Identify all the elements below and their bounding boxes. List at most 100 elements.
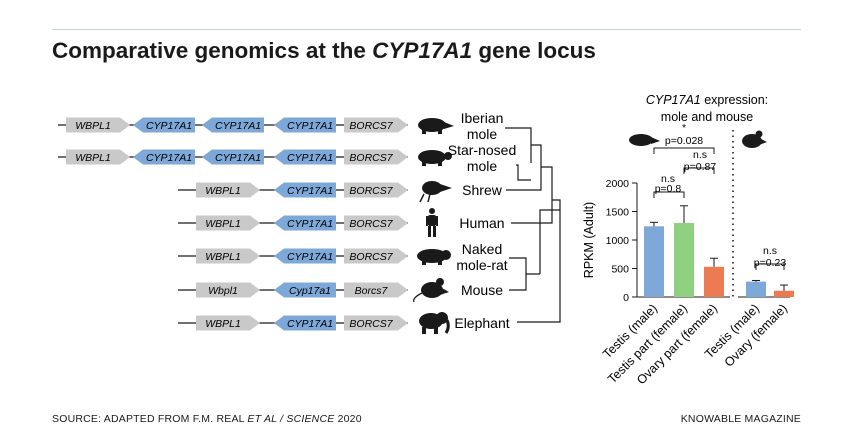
bar xyxy=(674,222,694,297)
snout-shape xyxy=(440,184,452,192)
chart-title-rest: expression: xyxy=(701,93,768,107)
gene-arrow-left xyxy=(133,117,195,133)
leg-shape xyxy=(438,162,442,166)
gene-label: WBPL1 xyxy=(75,120,111,132)
gene-arrow-left xyxy=(202,117,264,133)
species-name: Mouse xyxy=(461,282,503,298)
body-shape xyxy=(417,249,447,263)
snout-shape xyxy=(651,137,660,144)
gene-arrow-left xyxy=(202,149,264,165)
gene-label: BORCS7 xyxy=(349,318,393,330)
gene-label: WBPL1 xyxy=(205,185,241,197)
body-shape xyxy=(422,181,442,195)
snout-shape xyxy=(444,122,454,129)
title-prefix: Comparative genomics at the xyxy=(52,38,373,63)
body-shape xyxy=(629,134,653,146)
body-shape xyxy=(418,118,446,132)
bar xyxy=(746,281,766,297)
gene-arrow-right xyxy=(344,149,408,165)
gene-arrow-right xyxy=(344,215,408,231)
gene-label: BORCS7 xyxy=(349,185,393,197)
top-rule xyxy=(52,29,801,30)
naked-mole-rat-silhouette xyxy=(417,249,451,265)
gene-label: WBPL1 xyxy=(205,318,241,330)
gene-label: Wbpl1 xyxy=(208,285,238,297)
species-name: Human xyxy=(459,215,504,231)
nose-shape xyxy=(444,152,452,160)
gene-label: CYP17A1 xyxy=(215,152,261,164)
mole-silhouette xyxy=(418,118,454,134)
gene-arrow-right xyxy=(196,182,260,198)
source-suffix: 2020 xyxy=(334,413,362,425)
gene-label: WBPL1 xyxy=(205,218,241,230)
y-tick-label: 500 xyxy=(611,264,629,276)
gene-arrow-right xyxy=(344,282,408,298)
gene-label: BORCS7 xyxy=(349,152,393,164)
gene-arrow-left xyxy=(274,117,336,133)
arm-shape xyxy=(426,216,428,226)
page-title: Comparative genomics at the CYP17A1 gene… xyxy=(52,38,596,64)
gene-arrow-right xyxy=(196,248,260,264)
gene-arrow-left xyxy=(274,215,336,231)
bar xyxy=(644,226,664,297)
significance-bracket xyxy=(653,147,715,154)
tail-shape xyxy=(413,292,423,303)
y-axis-label: RPKM (Adult) xyxy=(582,202,596,278)
tree-branch xyxy=(517,199,561,323)
species-name: mole-rat xyxy=(456,257,507,273)
species-name: Shrew xyxy=(462,182,503,198)
trunk-shape xyxy=(444,319,450,334)
species-name: mole xyxy=(467,126,498,142)
significance-label: p=0.028 xyxy=(665,135,703,147)
leg-shape xyxy=(419,193,431,203)
tree-branch xyxy=(509,273,540,291)
gene-label: CYP17A1 xyxy=(287,185,333,197)
head-shape xyxy=(441,250,451,260)
significance-bracket xyxy=(653,191,685,198)
body-shape xyxy=(421,282,443,298)
gene-arrow-right xyxy=(66,149,130,165)
gene-arrow-left xyxy=(274,149,336,165)
leg-shape xyxy=(428,226,431,237)
significance-bracket xyxy=(755,263,785,270)
gene-label: CYP17A1 xyxy=(287,218,333,230)
star-nosed-mole-silhouette xyxy=(418,150,452,166)
gene-label: Borcs7 xyxy=(355,285,389,297)
arm-shape xyxy=(436,216,438,226)
expression-chart: CYP17A1 expression:mole and mouse0500100… xyxy=(582,93,794,387)
gene-arrow-right xyxy=(344,248,408,264)
gene-arrow-left xyxy=(274,182,336,198)
leg-shape xyxy=(438,261,442,265)
torso-shape xyxy=(428,215,436,226)
significance-label: p=0.23 xyxy=(754,257,787,269)
gene-arrow-right xyxy=(196,215,260,231)
significance-label: n.s xyxy=(693,149,707,161)
gene-locus-row: WBPL1 CYP17A1 BORCS7 Shrew xyxy=(178,181,503,203)
leg-shape xyxy=(422,162,426,166)
gene-arrow-left xyxy=(274,248,336,264)
title-suffix: gene locus xyxy=(472,38,596,63)
ear-shape xyxy=(755,130,763,138)
leg-shape xyxy=(434,327,438,334)
chart-title-gene: CYP17A1 xyxy=(646,93,701,107)
bar xyxy=(704,266,724,297)
ear-shape xyxy=(436,278,444,286)
body-shape xyxy=(742,134,762,148)
gene-arrow-right xyxy=(196,315,260,331)
chart-title: CYP17A1 expression: xyxy=(646,93,768,107)
leg-shape xyxy=(422,130,426,134)
mouse-silhouette xyxy=(742,130,767,148)
species-name: mole xyxy=(467,158,498,174)
gene-arrow-left xyxy=(133,149,195,165)
publisher-credit: KNOWABLE MAGAZINE xyxy=(680,413,801,425)
tree-branch xyxy=(516,164,531,181)
gene-label: CYP17A1 xyxy=(287,318,333,330)
tree-branch xyxy=(505,127,532,163)
